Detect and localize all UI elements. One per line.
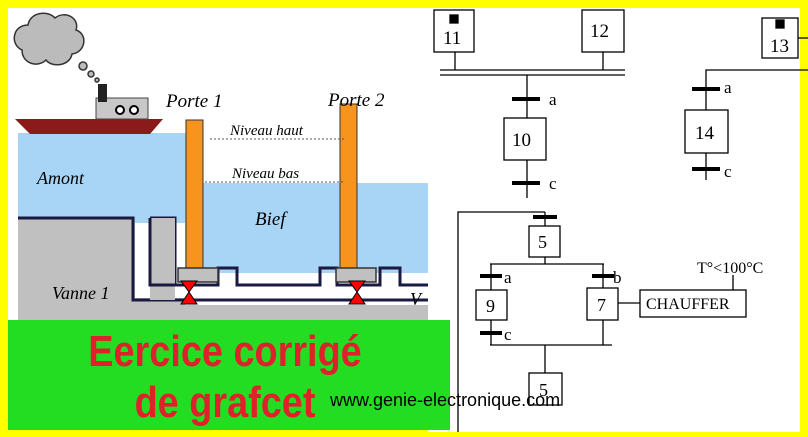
condition-label: T°<100°C [697,260,763,277]
porte-1-label: Porte 1 [165,91,222,112]
gate-porte-2 [339,103,358,271]
step-7-label: 7 [597,295,606,315]
valve-2-icon [348,280,366,305]
step-10 [503,117,547,161]
grafcet-labels: 11 12 13 10 14 5 9 7 5 a c a c a b c CHA… [443,21,789,400]
canal-scene: Porte 1 Porte 2 Niveau haut Niveau bas A… [13,12,428,320]
transition-a-2-label: a [724,78,732,97]
smoke-cloud-icon [13,12,100,83]
transition-c-2-label: c [724,162,732,181]
initial-marker-icon [775,19,785,29]
step-5-bottom [528,372,563,406]
ground [18,218,428,320]
banner-title-line-2: de grafcet [134,378,316,427]
step-14-label: 14 [695,123,715,144]
step-12-label: 12 [590,21,609,42]
gate-porte-1 [185,119,204,271]
step-9-label: 9 [486,296,495,316]
transition-a-3-label: a [504,268,512,287]
niveau-haut-label: Niveau haut [229,123,304,139]
action-chauffer-box [639,289,747,318]
transition-b-label: b [613,268,622,287]
step-12 [581,9,625,53]
niveau-bas-label: Niveau bas [231,166,299,182]
transition-a-1-label: a [549,90,557,109]
porte-2-label: Porte 2 [327,90,385,111]
step-11-label: 11 [443,28,461,49]
valve-1-icon [180,280,198,305]
initial-marker-icon [449,14,459,24]
vanne-1-label: Vanne 1 [52,283,110,303]
bief-label: Bief [255,209,288,230]
grafcet-panel [428,8,800,432]
amont-label: Amont [36,168,85,188]
banner-background [8,320,450,430]
step-10-label: 10 [512,130,531,151]
grafcet [433,9,808,432]
transition-c-1-label: c [549,174,557,193]
action-chauffer-label: CHAUFFER [646,296,730,313]
ground-outline [18,216,428,302]
website-link[interactable]: www.genie-electronique.com [330,390,561,410]
step-5-top-label: 5 [538,232,547,252]
pier-1 [150,218,175,300]
vanne-2-label-partial: V [410,289,423,309]
culvert-outline [150,216,428,287]
bief-water [185,183,428,273]
step-5-top [528,225,561,258]
step-5-bottom-label: 5 [539,380,548,400]
amont-water [18,133,188,223]
boat-icon [15,84,163,134]
step-13-label: 13 [770,36,789,57]
banner-title-line-1: Eercice corrigé [88,327,362,376]
step-7 [586,287,619,321]
transition-c-3-label: c [504,325,512,344]
